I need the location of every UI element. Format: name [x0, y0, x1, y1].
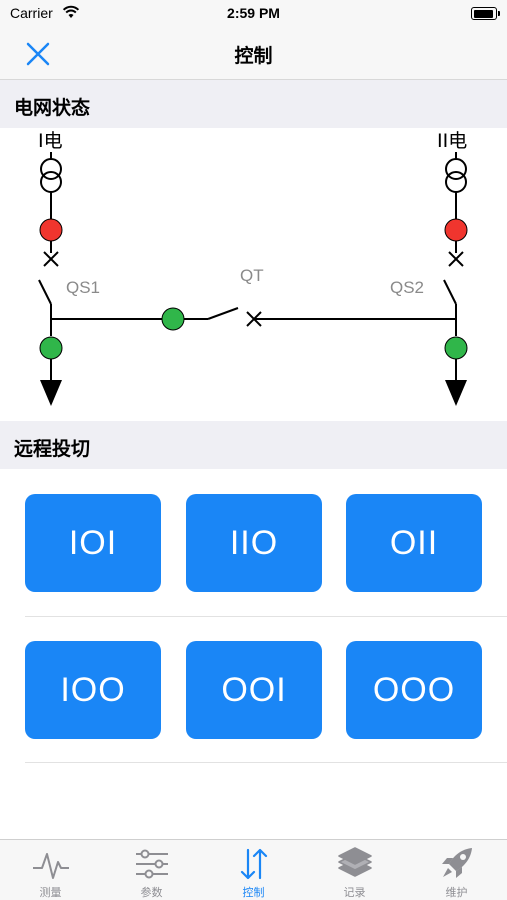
sliders-icon [136, 849, 168, 879]
mode-button-ioo[interactable]: IOO [25, 641, 161, 739]
swap-arrows-icon [240, 848, 268, 880]
carrier-label: Carrier [10, 5, 53, 21]
clock: 2:59 PM [227, 5, 280, 21]
mode-button-oii[interactable]: OII [346, 494, 482, 592]
breaker-status-indicator [39, 336, 63, 360]
rocket-icon [442, 848, 472, 878]
mode-button-ooi[interactable]: OOI [186, 641, 322, 739]
tab-maintenance[interactable]: 维护 [406, 840, 507, 900]
tab-control[interactable]: 控制 [203, 840, 304, 900]
load-arrow-icon [445, 380, 467, 406]
grid-single-line-diagram: I电 II电 QS1 QT QS2 [38, 130, 468, 406]
section-title: 远程投切 [14, 438, 91, 460]
load-arrow-icon [40, 380, 62, 406]
tie-breaker-status-indicator [161, 307, 185, 331]
breaker-status-indicator [39, 218, 63, 242]
tab-label: 参数 [140, 886, 163, 899]
transformer-icon [40, 152, 62, 220]
switch-label-qt: QT [240, 266, 264, 285]
section-header-remote-switch: 远程投切 [0, 421, 507, 469]
breaker-status-indicator [444, 218, 468, 242]
transformer-icon [445, 152, 467, 220]
source-label-left: I电 [38, 130, 63, 152]
switch-label-qs2: QS2 [390, 278, 424, 297]
disconnector-cross-icon [43, 251, 59, 267]
tab-bar: 测量 参数 控制 记录 [0, 839, 507, 900]
section-title: 电网状态 [14, 97, 91, 119]
close-icon[interactable] [24, 40, 52, 68]
mode-button-ooo[interactable]: OOO [346, 641, 482, 739]
battery-icon [471, 7, 500, 20]
status-bar: Carrier 2:59 PM [0, 0, 507, 28]
page-title: 控制 [234, 45, 273, 67]
tab-records[interactable]: 记录 [304, 840, 405, 900]
switch-label-qs1: QS1 [66, 278, 100, 297]
divider [25, 762, 507, 763]
waveform-icon [33, 853, 69, 879]
layers-icon [338, 847, 372, 877]
disconnector-cross-icon [448, 251, 464, 267]
tab-label: 控制 [242, 886, 265, 899]
navigation-bar: 控制 [0, 28, 507, 80]
tab-label: 维护 [445, 886, 468, 899]
breaker-status-indicator [444, 336, 468, 360]
tab-label: 记录 [343, 886, 366, 899]
tab-measure[interactable]: 测量 [0, 840, 101, 900]
tab-parameters[interactable]: 参数 [101, 840, 202, 900]
mode-button-iio[interactable]: IIO [186, 494, 322, 592]
divider [25, 616, 507, 617]
mode-button-ioi[interactable]: IOI [25, 494, 161, 592]
source-label-right: II电 [437, 130, 467, 152]
section-header-grid-status: 电网状态 [0, 80, 507, 128]
wifi-icon [62, 5, 80, 18]
tab-label: 测量 [39, 886, 62, 899]
